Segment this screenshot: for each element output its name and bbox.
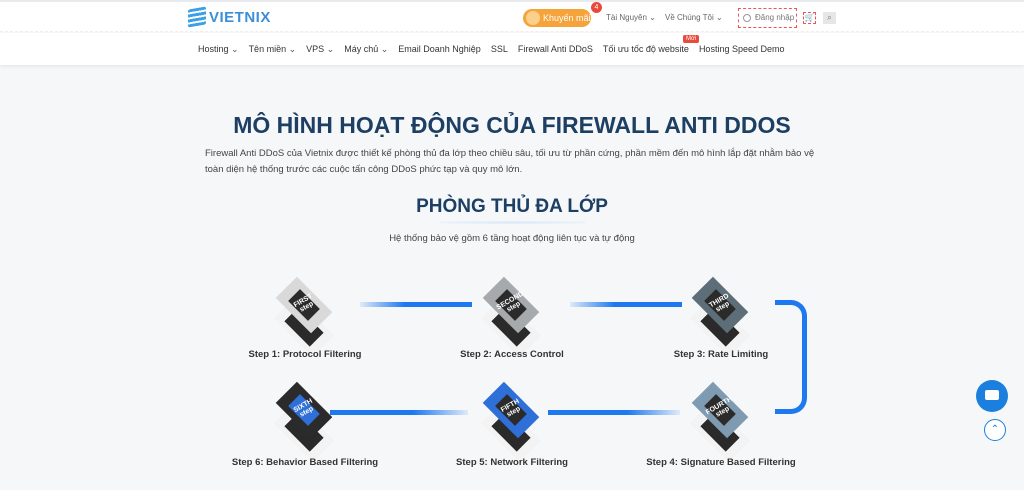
connector-4-5 (548, 410, 680, 415)
login-label: Đăng nhập (755, 13, 795, 22)
section-subtitle: Hệ thống bảo vệ gồm 6 tầng hoạt động liê… (389, 233, 635, 244)
main-nav: Hosting Tên miền VPS Máy chủ Email Doanh Ngh… (0, 33, 1024, 65)
top-header: VIETNIX Khuyến mãi 4 Tài Nguyên ⌄ Về Chú… (0, 0, 1024, 32)
promo-button[interactable]: Khuyến mãi (523, 9, 591, 27)
resources-label: Tài Nguyên (606, 13, 647, 22)
page-title: MÔ HÌNH HOẠT ĐỘNG CỦA FIREWALL ANTI DDOS (233, 112, 791, 138)
new-badge: Mới (683, 35, 700, 43)
title-underline (440, 221, 585, 224)
section-title: PHÒNG THỦ ĐA LỚP (416, 196, 608, 217)
nav-item[interactable]: Hosting (198, 44, 239, 55)
step-1-chip: FIRST step (265, 276, 345, 357)
nav-item[interactable]: SSL (490, 44, 508, 54)
chat-button[interactable] (976, 380, 1008, 412)
logo-text: VIETNIX (209, 8, 271, 26)
step-4-chip: FOURTH step (681, 381, 761, 462)
search-icon[interactable]: ⌕ (823, 12, 836, 24)
step-3-label: Step 3: Rate Limiting (673, 349, 769, 360)
cart-icon[interactable]: 🛒 (803, 12, 816, 24)
step-3-chip: THIRD step (681, 276, 761, 357)
about-menu[interactable]: Về Chúng Tôi ⌄ (665, 13, 723, 22)
promo-label: Khuyến mãi (543, 13, 591, 23)
step-2-label: Step 2: Access Control (460, 349, 564, 360)
about-label: Về Chúng Tôi (665, 13, 714, 22)
nav-item[interactable]: Firewall Anti DDoS (517, 44, 593, 54)
connector-2-3 (570, 302, 682, 307)
user-icon (743, 14, 751, 22)
nav-item[interactable]: Email Doanh Nghiệp (398, 44, 481, 54)
step-4-label: Step 4: Signature Based Filtering (646, 457, 796, 468)
vietnix-logo[interactable]: VIETNIX (188, 6, 271, 28)
connector-1-2 (360, 302, 472, 307)
connector-3-4 (775, 300, 807, 414)
login-button[interactable]: Đăng nhập (738, 8, 797, 28)
step-6-label: Step 6: Behavior Based Filtering (231, 457, 379, 468)
resources-menu[interactable]: Tài Nguyên ⌄ (606, 13, 656, 22)
nav-item[interactable]: Tên miền (249, 44, 297, 55)
step-5-chip: FIFTH step (472, 381, 552, 462)
logo-icon (188, 6, 206, 28)
step-6-chip: SIXTH step (265, 381, 345, 462)
nav-item[interactable]: VPS (306, 44, 334, 55)
connector-5-6 (330, 410, 468, 415)
nav-item[interactable]: Tối ưu tốc độ website (602, 44, 689, 54)
step-2-chip: SECOND step (472, 276, 552, 357)
gift-icon (526, 11, 540, 25)
nav-item[interactable]: Máy chủ (344, 44, 388, 55)
step-5-label: Step 5: Network Filtering (456, 457, 568, 468)
scroll-top-button[interactable]: ⌃ (984, 419, 1006, 441)
page-description: Firewall Anti DDoS của Vietnix được thiế… (205, 148, 815, 175)
nav-item[interactable]: Hosting Speed Demo (698, 44, 785, 54)
promo-count-badge: 4 (591, 2, 602, 13)
step-1-label: Step 1: Protocol Filtering (248, 349, 362, 360)
